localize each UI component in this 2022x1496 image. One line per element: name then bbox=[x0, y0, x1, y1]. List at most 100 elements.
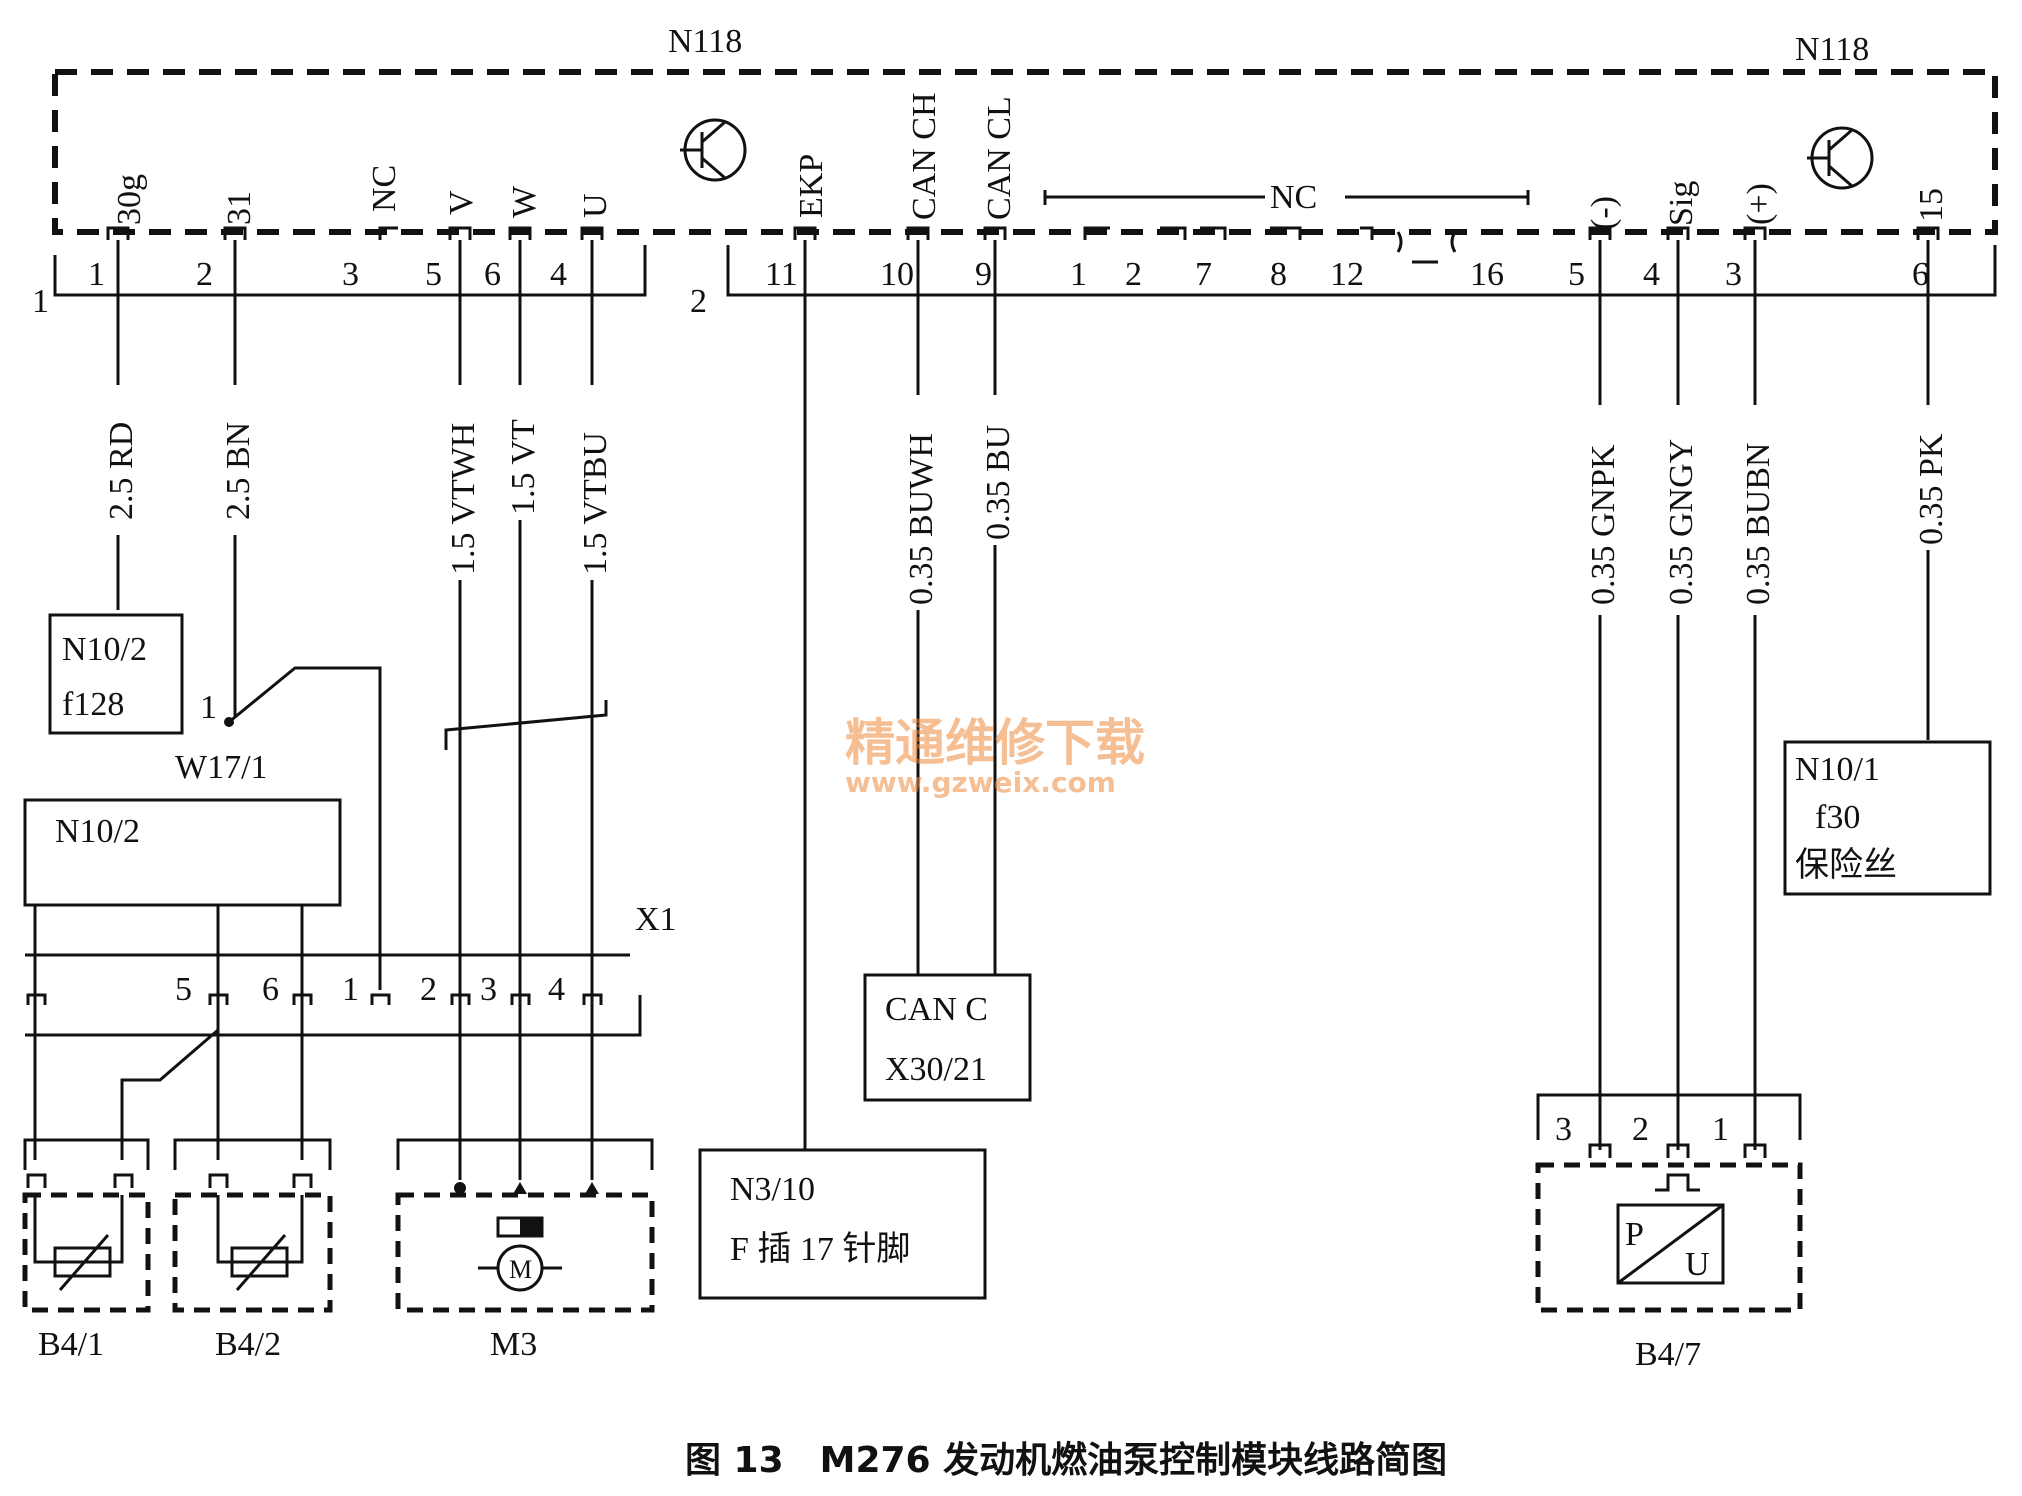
module-name-right: N118 bbox=[1795, 31, 1869, 68]
nc-group-label: NC bbox=[1270, 179, 1317, 216]
svg-text:1: 1 bbox=[342, 971, 359, 1008]
svg-text:1: 1 bbox=[88, 256, 105, 293]
svg-text:保险丝: 保险丝 bbox=[1795, 846, 1897, 884]
pin-c2-11: 11 EKP bbox=[765, 154, 830, 293]
wire-label-0.35-bu: 0.35 BU bbox=[980, 425, 1017, 540]
ecu-n3-10: N3/10 F 插 17 针脚 bbox=[698, 1148, 987, 1300]
sam-n10-2: N10/2 bbox=[23, 798, 342, 1160]
svg-text:(+): (+) bbox=[1741, 183, 1778, 225]
connector-x1: X1 5 6 1 2 3 4 bbox=[25, 901, 677, 1160]
svg-text:EKP: EKP bbox=[793, 154, 830, 218]
pin-c1-6: 6 W bbox=[484, 185, 543, 293]
pin-c2-3: 3 (+) bbox=[1725, 183, 1778, 293]
wires: 2.5 RD 2.5 BN 1.5 VTWH 1.5 VT 1.5 VTBU 0… bbox=[103, 240, 1950, 1180]
fuse-f30: N10/1 f30 保险丝 bbox=[1783, 740, 1992, 896]
svg-text:www.gzweix.com: www.gzweix.com bbox=[845, 766, 1116, 799]
wire-label-2.5-rd: 2.5 RD bbox=[103, 422, 140, 520]
pulse-signal-icon bbox=[1655, 1173, 1700, 1192]
svg-text:5: 5 bbox=[425, 256, 442, 293]
svg-text:N10/1: N10/1 bbox=[1795, 751, 1880, 788]
ground-w17-1: 1 W17/1 bbox=[175, 666, 382, 990]
wire-label-0.35-gnpk: 0.35 GNPK bbox=[1585, 444, 1622, 605]
pin-c2-10: 10 CAN CH bbox=[880, 92, 943, 293]
svg-text:U: U bbox=[1685, 1246, 1710, 1283]
svg-text:W: W bbox=[506, 185, 543, 218]
ground-name: W17/1 bbox=[175, 749, 268, 786]
svg-text:V: V bbox=[443, 190, 480, 215]
pin-c1-1: 1 30g bbox=[88, 174, 148, 293]
svg-text:3: 3 bbox=[480, 971, 497, 1008]
module-n118: N118 N118 1 2 1 30g bbox=[32, 23, 1998, 320]
pin-c1-3: 3 NC bbox=[342, 165, 403, 293]
svg-text:2: 2 bbox=[196, 256, 213, 293]
svg-text:15: 15 bbox=[1913, 188, 1950, 222]
svg-text:30g: 30g bbox=[111, 174, 148, 225]
svg-text:5: 5 bbox=[1568, 256, 1585, 293]
can-x30-21: CAN C X30/21 bbox=[863, 973, 1032, 1102]
svg-text:2: 2 bbox=[1125, 256, 1142, 293]
variable-resistor-icon bbox=[58, 1234, 110, 1291]
wire-label-0.35-gngy: 0.35 GNGY bbox=[1663, 439, 1700, 605]
wire-label-1.5-vtwh: 1.5 VTWH bbox=[445, 423, 482, 575]
connector-2-id: 2 bbox=[690, 283, 707, 320]
svg-text:P: P bbox=[1625, 1216, 1644, 1253]
svg-text:9: 9 bbox=[975, 256, 992, 293]
pin-c2-4: 4 Sig bbox=[1643, 181, 1700, 293]
svg-text:f30: f30 bbox=[1815, 799, 1860, 836]
svg-text:4: 4 bbox=[1643, 256, 1660, 293]
svg-text:8: 8 bbox=[1270, 256, 1287, 293]
svg-text:3: 3 bbox=[342, 256, 359, 293]
svg-text:3: 3 bbox=[1555, 1111, 1572, 1148]
pin-c1-4: 4 U bbox=[550, 193, 614, 293]
svg-text:31: 31 bbox=[221, 191, 258, 225]
fuse-f128: N10/2 f128 bbox=[48, 613, 184, 735]
wire-label-0.35-pk: 0.35 PK bbox=[1913, 433, 1950, 545]
svg-text:1: 1 bbox=[1712, 1111, 1729, 1148]
figure-caption: 图 13 M276 发动机燃油泵控制模块线路简图 bbox=[685, 1440, 1447, 1481]
svg-text:B4/7: B4/7 bbox=[1635, 1336, 1701, 1373]
wire-label-1.5-vt: 1.5 VT bbox=[505, 419, 542, 515]
svg-text:4: 4 bbox=[548, 971, 565, 1008]
wire-label-0.35-bubn: 0.35 BUBN bbox=[1740, 443, 1777, 605]
sensor-b4-2: B4/2 bbox=[172, 1138, 333, 1363]
svg-text:N3/10: N3/10 bbox=[730, 1171, 815, 1208]
svg-text:CAN CH: CAN CH bbox=[906, 92, 943, 220]
svg-text:4: 4 bbox=[550, 256, 567, 293]
pin-c2-unused: 1 2 7 8 12 16 bbox=[1070, 226, 1504, 293]
svg-text:CAN CL: CAN CL bbox=[981, 96, 1018, 220]
svg-text:B4/1: B4/1 bbox=[38, 1326, 104, 1363]
motor-symbol: M bbox=[509, 1255, 532, 1284]
svg-text:N10/2: N10/2 bbox=[62, 631, 147, 668]
svg-text:Sig: Sig bbox=[1663, 181, 1700, 226]
svg-text:12: 12 bbox=[1330, 256, 1364, 293]
svg-text:NC: NC bbox=[366, 165, 403, 212]
svg-text:3: 3 bbox=[1725, 256, 1742, 293]
nc-group: NC bbox=[1043, 179, 1530, 216]
svg-text:6: 6 bbox=[262, 971, 279, 1008]
transistor-icon bbox=[680, 118, 747, 182]
sensor-b4-1: B4/1 bbox=[22, 1138, 151, 1363]
svg-text:1: 1 bbox=[1070, 256, 1087, 293]
svg-text:16: 16 bbox=[1470, 256, 1504, 293]
pin-c2-9: 9 CAN CL bbox=[975, 96, 1018, 293]
svg-text:2: 2 bbox=[1632, 1111, 1649, 1148]
svg-text:f128: f128 bbox=[62, 686, 124, 723]
pump-m3: M M3 bbox=[395, 1138, 655, 1363]
watermark: 精通维修下载 www.gzweix.com bbox=[845, 714, 1145, 799]
x1-name: X1 bbox=[635, 901, 677, 938]
svg-text:5: 5 bbox=[175, 971, 192, 1008]
svg-text:N10/2: N10/2 bbox=[55, 813, 140, 850]
svg-text:B4/2: B4/2 bbox=[215, 1326, 281, 1363]
motor-icon: M bbox=[478, 1244, 562, 1292]
svg-text:(-): (-) bbox=[1585, 196, 1622, 230]
svg-text:11: 11 bbox=[765, 256, 798, 293]
svg-text:6: 6 bbox=[1912, 256, 1929, 293]
connector-1-id: 1 bbox=[32, 283, 49, 320]
svg-text:U: U bbox=[577, 193, 614, 218]
svg-text:X30/21: X30/21 bbox=[885, 1051, 987, 1088]
wire-label-0.35-buwh: 0.35 BUWH bbox=[903, 433, 940, 605]
pressure-sensor-b4-7: 3 2 1 P U B4/7 bbox=[1535, 1093, 1803, 1373]
wire-label-2.5-bn: 2.5 BN bbox=[220, 422, 257, 520]
pin-c2-5: 5 (-) bbox=[1568, 196, 1622, 293]
pin-c2-6: 6 15 bbox=[1912, 188, 1950, 293]
